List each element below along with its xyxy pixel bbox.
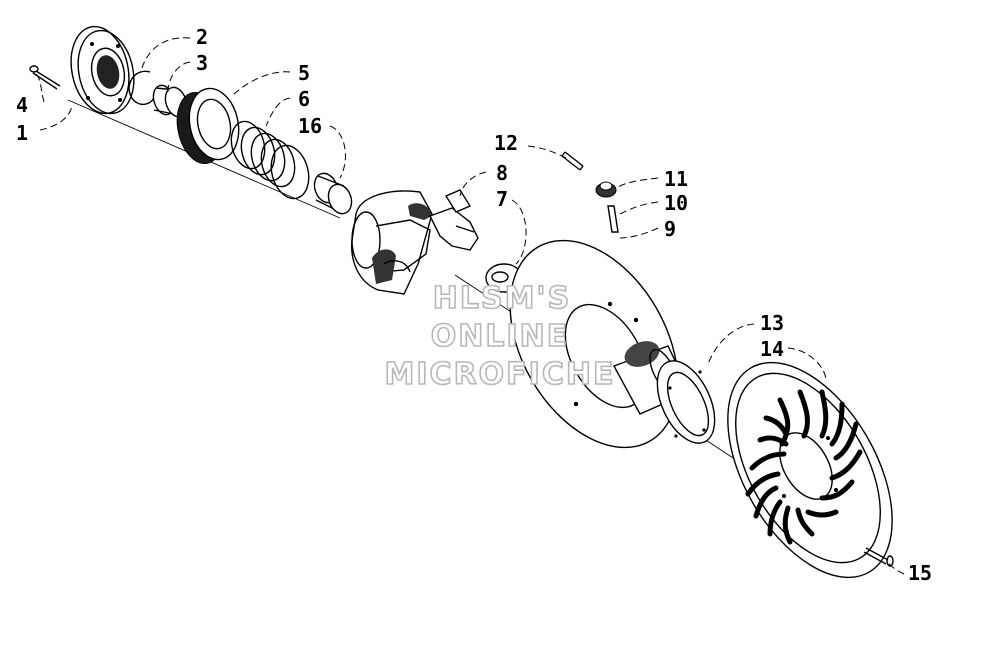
part-12-pin [561, 151, 584, 171]
callout-3: 3 [196, 51, 208, 75]
callout-2: 2 [196, 25, 208, 49]
part-11-nut [595, 181, 617, 198]
callout-4: 4 [16, 93, 28, 117]
part-10-stud [607, 205, 619, 233]
part-3-sleeve [152, 84, 188, 118]
callout-12: 12 [494, 131, 518, 155]
callout-11: 11 [664, 167, 688, 191]
watermark-line-3: MICROFICHE [385, 357, 616, 392]
part-16-bushing [313, 172, 353, 215]
watermark-line-2: ONLINE [431, 319, 570, 354]
callout-6: 6 [298, 87, 310, 111]
callout-16: 16 [298, 114, 322, 138]
callout-10: 10 [664, 191, 688, 215]
part-13-retainer-ring [656, 360, 716, 444]
part-15-screw [863, 547, 894, 567]
watermark-line-1: HLSM'S [433, 281, 571, 316]
leader-lines [33, 37, 905, 575]
callout-labels: 4 1 2 3 5 6 16 12 8 7 11 10 9 13 14 15 [16, 25, 932, 585]
spider-housing [351, 190, 433, 295]
callout-9: 9 [664, 217, 676, 241]
callout-8: 8 [496, 161, 508, 185]
callout-14: 14 [760, 337, 784, 361]
callout-7: 7 [496, 187, 508, 211]
callout-15: 15 [908, 561, 932, 585]
part-14-vented-cover [727, 361, 893, 579]
callout-13: 13 [760, 311, 784, 335]
watermark: HLSM'S ONLINE MICROFICHE [384, 280, 616, 393]
part-1-sheave-cover [70, 25, 135, 115]
callout-5: 5 [298, 61, 310, 85]
part-8-cam-arm [429, 189, 479, 251]
part-5-spring-cup [176, 87, 240, 165]
part-4-bolt [29, 65, 61, 90]
part-2-snap-ring [128, 70, 155, 105]
callout-1: 1 [16, 121, 28, 145]
part-6-spring [230, 120, 310, 200]
